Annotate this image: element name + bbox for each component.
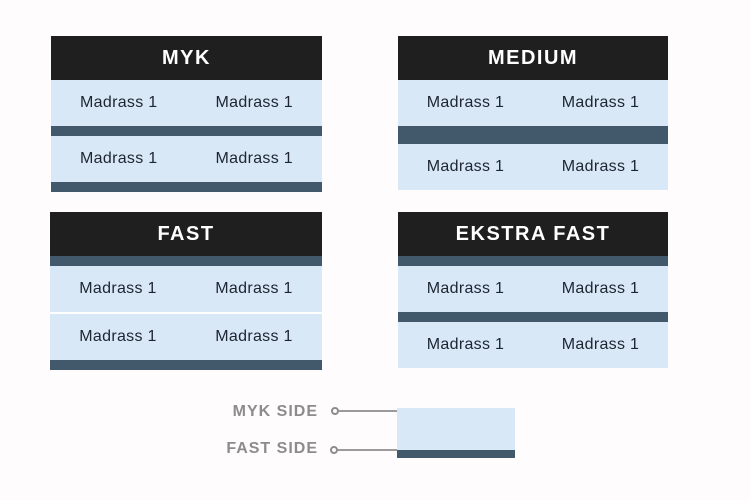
- mattress-label: Madrass 1: [561, 336, 640, 353]
- mattress-label: Madrass 1: [561, 158, 640, 175]
- soft-side-layer: Madrass 1 Madrass 1: [51, 136, 322, 182]
- panel-medium-header: MEDIUM: [398, 36, 668, 80]
- legend-sample-soft-side: [397, 408, 515, 450]
- soft-side-layer: Madrass 1 Madrass 1: [398, 322, 668, 368]
- mattress-label: Madrass 1: [561, 280, 640, 297]
- mattress-label: Madrass 1: [426, 336, 505, 353]
- fast-side-layer: [398, 256, 668, 266]
- legend-label-myk-side: MYK SIDE: [232, 403, 318, 420]
- legend-sample-mattress: [397, 408, 515, 458]
- legend-connector-line-myk: [339, 410, 397, 412]
- legend-connector-line-fast: [338, 449, 397, 451]
- soft-side-layer: Madrass 1 Madrass 1: [398, 144, 668, 190]
- mattress-label: Madrass 1: [215, 94, 293, 111]
- panel-title: FAST: [157, 222, 215, 245]
- fast-side-layer: [50, 360, 322, 370]
- mattress-label: Madrass 1: [80, 150, 158, 167]
- fast-side-double-layer: [398, 126, 668, 144]
- mattress-label: Madrass 1: [561, 94, 640, 111]
- soft-side-layer: Madrass 1 Madrass 1: [51, 80, 322, 126]
- mattress-label: Madrass 1: [215, 328, 293, 345]
- panel-myk-header: MYK: [51, 36, 322, 80]
- mattress-label: Madrass 1: [215, 150, 293, 167]
- panel-ekstra-fast-header: EKSTRA FAST: [398, 212, 668, 256]
- mattress-label: Madrass 1: [426, 280, 505, 297]
- mattress-label: Madrass 1: [80, 94, 158, 111]
- panel-myk: MYK Madrass 1 Madrass 1 Madrass 1 Madras…: [51, 36, 322, 192]
- fast-side-layer: [398, 312, 668, 322]
- soft-side-layer: Madrass 1 Madrass 1: [398, 80, 668, 126]
- panel-title: EKSTRA FAST: [455, 222, 611, 245]
- mattress-label: Madrass 1: [426, 158, 505, 175]
- soft-layers-divider: [50, 312, 322, 314]
- mattress-label: Madrass 1: [79, 280, 157, 297]
- panel-title: MYK: [162, 46, 211, 69]
- panel-fast-header: FAST: [50, 212, 322, 256]
- fast-side-layer: [51, 126, 322, 136]
- fast-side-layer: [51, 182, 322, 192]
- legend-label-fast-side: FAST SIDE: [226, 440, 318, 457]
- panel-fast: FAST Madrass 1 Madrass 1 Madrass 1 Madra…: [50, 212, 322, 370]
- legend-circle-marker-myk: [331, 407, 339, 415]
- panel-medium: MEDIUM Madrass 1 Madrass 1 Madrass 1 Mad…: [398, 36, 668, 190]
- legend-sample-fast-side: [397, 450, 515, 458]
- soft-side-layer: Madrass 1 Madrass 1: [50, 314, 322, 360]
- mattress-label: Madrass 1: [426, 94, 505, 111]
- mattress-label: Madrass 1: [79, 328, 157, 345]
- mattress-label: Madrass 1: [215, 280, 293, 297]
- panel-title: MEDIUM: [487, 46, 579, 69]
- fast-side-layer: [50, 256, 322, 266]
- soft-side-layer: Madrass 1 Madrass 1: [50, 266, 322, 312]
- legend-circle-marker-fast: [330, 446, 338, 454]
- soft-side-layer: Madrass 1 Madrass 1: [398, 266, 668, 312]
- panel-ekstra-fast: EKSTRA FAST Madrass 1 Madrass 1 Madrass …: [398, 212, 668, 368]
